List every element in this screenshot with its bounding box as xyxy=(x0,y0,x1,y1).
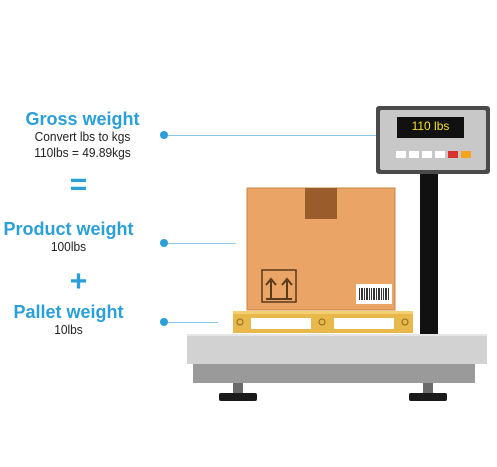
gross-connector-line xyxy=(164,135,376,136)
equals-sign: = xyxy=(69,168,88,201)
pallet-weight-title: Pallet weight xyxy=(13,302,124,322)
pallet-connector-line xyxy=(164,322,218,323)
weight-indicator xyxy=(376,106,490,174)
indicator-pillar xyxy=(420,165,438,340)
product-connector-dot xyxy=(160,239,168,247)
gross-weight-block: Gross weight Convert lbs to kgs 110lbs =… xyxy=(0,109,165,161)
display-reading: 110 lbs xyxy=(411,119,450,133)
product-weight-value: 100lbs xyxy=(50,239,87,254)
gross-weight-title: Gross weight xyxy=(25,109,140,129)
indicator-button-1[interactable] xyxy=(396,151,406,158)
gross-weight-line1: Convert lbs to kgs xyxy=(34,129,131,144)
box-tape xyxy=(305,188,337,219)
this-way-up-icon xyxy=(261,269,297,303)
pallet xyxy=(233,311,413,333)
product-weight-title: Product weight xyxy=(3,219,134,239)
gross-connector-dot xyxy=(160,131,168,139)
scale-feet xyxy=(219,380,447,401)
scale-base xyxy=(193,363,475,383)
indicator-button-red[interactable] xyxy=(448,151,458,158)
barcode-label-icon xyxy=(356,284,392,304)
display-screen xyxy=(397,117,464,138)
indicator-button-2[interactable] xyxy=(409,151,419,158)
scale-platform xyxy=(187,334,487,364)
plus-sign: + xyxy=(69,265,88,298)
indicator-button-orange[interactable] xyxy=(461,151,471,158)
product-connector-line xyxy=(164,243,236,244)
pallet-weight-value: 10lbs xyxy=(54,322,83,337)
gross-weight-line2: 110lbs = 49.89kgs xyxy=(34,145,131,160)
indicator-buttons[interactable] xyxy=(396,151,471,158)
pallet-connector-dot xyxy=(160,318,168,326)
indicator-button-3[interactable] xyxy=(422,151,432,158)
indicator-button-4[interactable] xyxy=(435,151,445,158)
pallet-weight-block: Pallet weight 10lbs xyxy=(0,302,151,338)
product-box xyxy=(246,187,396,311)
product-weight-block: Product weight 100lbs xyxy=(0,219,151,255)
